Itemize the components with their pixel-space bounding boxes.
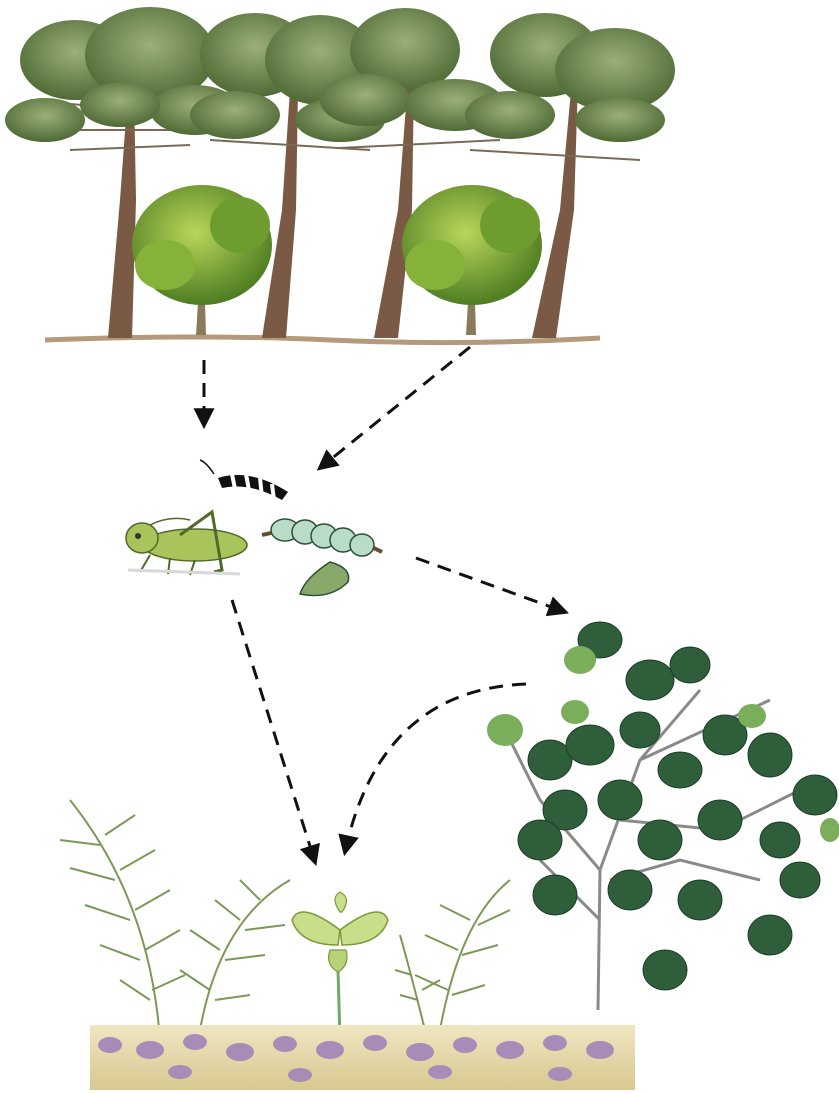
black-white-caterpillar (200, 460, 288, 500)
grasshopper (126, 512, 247, 575)
oak-seedling (292, 892, 388, 1040)
fern (60, 800, 510, 1040)
arrow-forest-to-insects (320, 347, 470, 468)
shrub-illustration (487, 622, 839, 1010)
green-caterpillar (262, 519, 382, 596)
forest-illustration (5, 7, 675, 343)
insect-illustration (126, 460, 382, 596)
understory-ground (90, 1025, 635, 1090)
arrow-insects-to-shrub (416, 558, 565, 612)
arrow-insects-to-understory (232, 600, 315, 862)
broadleaf-tree (402, 185, 542, 335)
arrow-shrub-to-understory (345, 684, 526, 852)
interaction-arrows (204, 347, 565, 862)
broadleaf-tree (132, 185, 272, 335)
